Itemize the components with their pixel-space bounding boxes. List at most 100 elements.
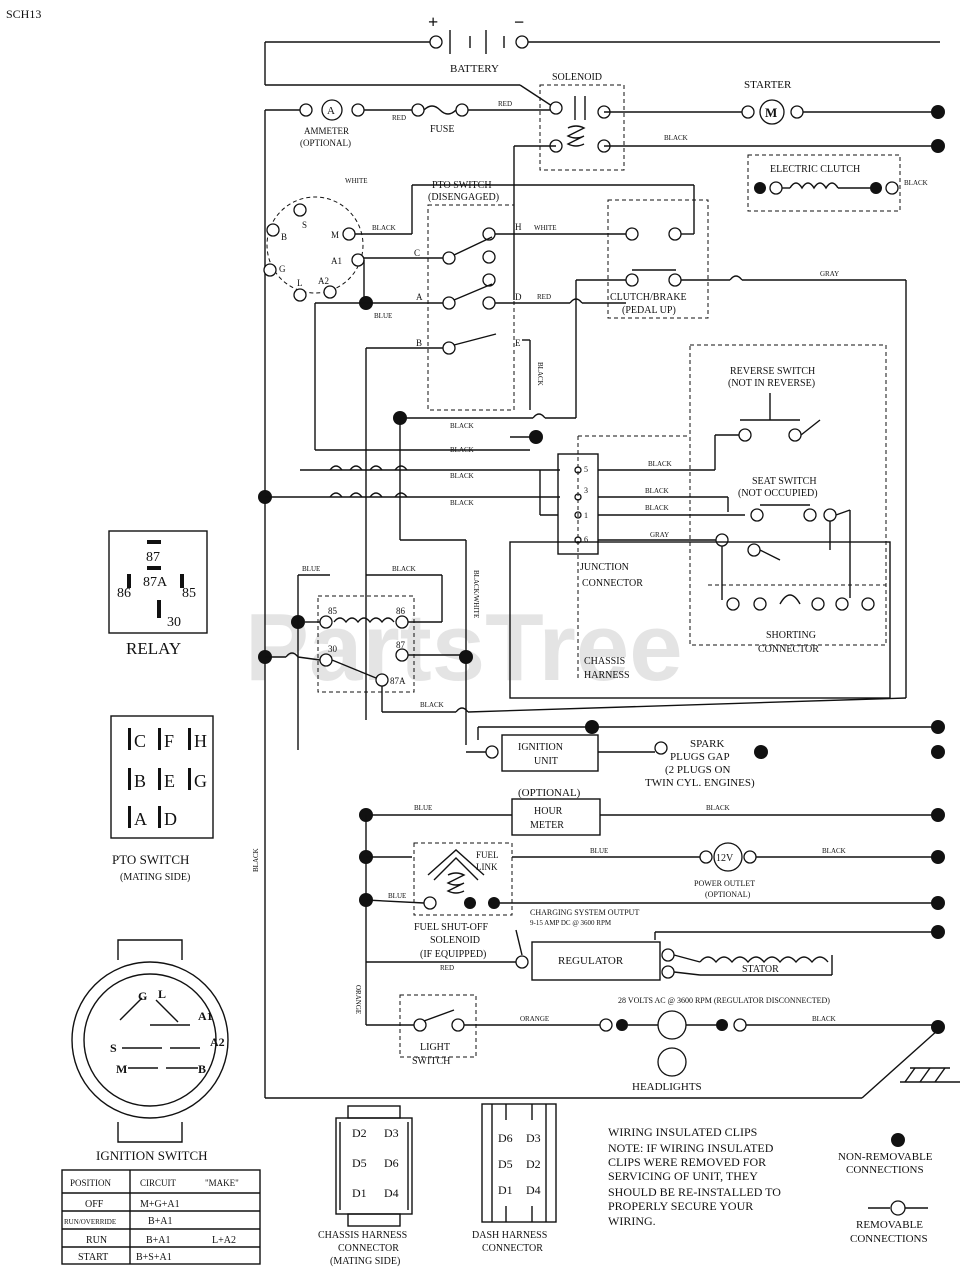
solenoid: SOLENOID bbox=[539, 72, 625, 171]
clips-note: WIRING INSULATED CLIPS NOTE: IF WIRING I… bbox=[608, 1125, 781, 1228]
dash-connector-label-1: DASH HARNESS bbox=[472, 1230, 547, 1241]
seat-label-1: SEAT SWITCH bbox=[752, 476, 817, 487]
relay-pinout: 87 86 87A 85 30 RELAY bbox=[108, 530, 208, 658]
shorting-label-2: CONNECTOR bbox=[758, 644, 819, 655]
wire-label-red-4: RED bbox=[440, 964, 454, 972]
power-outlet-symbol: 12V bbox=[716, 853, 734, 864]
dash-harness-connector: D6 D3 D5 D2 D1 D4 DASH HARNESS CONNECTOR bbox=[472, 1103, 557, 1254]
dash-pin-D1: D1 bbox=[498, 1183, 513, 1197]
relay-pin-30: 30 bbox=[328, 644, 338, 654]
ignition-unit: IGNITION UNIT bbox=[501, 734, 599, 772]
ign-term-M: M bbox=[331, 230, 339, 240]
dash-pin-D5: D5 bbox=[498, 1157, 513, 1171]
wire-label-black-13: BLACK bbox=[420, 701, 444, 709]
charging-label-1: CHARGING SYSTEM OUTPUT bbox=[530, 908, 639, 917]
regulator: REGULATOR bbox=[531, 941, 675, 981]
ammeter: A AMMETER (OPTIONAL) bbox=[265, 99, 365, 148]
doc-id: SCH13 bbox=[6, 7, 41, 21]
starter: STARTER M bbox=[741, 79, 804, 125]
light-switch: LIGHT SWITCH bbox=[399, 994, 477, 1067]
stator-label: STATOR bbox=[742, 964, 779, 975]
battery-label: BATTERY bbox=[450, 63, 499, 75]
pto-switch-circuit: PTO SWITCH (DISENGAGED) C H A D B E bbox=[414, 180, 522, 411]
wire-label-red-2: RED bbox=[498, 100, 512, 108]
chassis-harness-label-1: CHASSIS bbox=[584, 656, 625, 667]
junction-pin-6: 6 bbox=[584, 535, 588, 544]
wire-label-black-vertical: BLACK bbox=[252, 848, 260, 872]
pto-pin-H: H bbox=[194, 731, 207, 751]
dash-pin-D2: D2 bbox=[526, 1157, 541, 1171]
reverse-switch: REVERSE SWITCH (NOT IN REVERSE) bbox=[728, 366, 815, 442]
ign-table-h2: "MAKE" bbox=[205, 1178, 239, 1188]
ammeter-symbol: A bbox=[327, 105, 335, 117]
ign-table-r2c2: L+A2 bbox=[212, 1235, 236, 1246]
reverse-label-1: REVERSE SWITCH bbox=[730, 366, 815, 377]
light-switch-label-1: LIGHT bbox=[420, 1042, 450, 1053]
spark-label-1: SPARK bbox=[690, 738, 725, 750]
ign-table-r2c0: RUN bbox=[86, 1235, 107, 1246]
wire-label-orange: ORANGE bbox=[354, 985, 362, 1014]
pto-circuit-label-1: PTO SWITCH bbox=[432, 180, 492, 191]
battery-minus: − bbox=[514, 12, 524, 32]
ign-table-r3c1: B+S+A1 bbox=[136, 1252, 172, 1263]
shorting-label-1: SHORTING bbox=[766, 630, 816, 641]
ign-term-S: S bbox=[302, 220, 307, 230]
chassis-connector-label-2: CONNECTOR bbox=[338, 1243, 399, 1254]
ign-term-A1: A1 bbox=[331, 256, 342, 266]
fuel-shutoff-solenoid: FUEL LINK FUEL SHUT-OFF SOLENOID (IF EQU… bbox=[413, 842, 513, 960]
reverse-label-2: (NOT IN REVERSE) bbox=[728, 378, 815, 389]
wire-label-black-16: BLACK bbox=[812, 1015, 836, 1023]
pto-pin-E: E bbox=[164, 771, 175, 791]
ch-pin-D2: D2 bbox=[352, 1126, 367, 1140]
ignition-switch-table: POSITION CIRCUIT "MAKE" OFF M+G+A1 RUN/O… bbox=[61, 1169, 261, 1265]
chassis-harness: CHASSIS HARNESS bbox=[509, 541, 891, 699]
pto-term-D: D bbox=[515, 292, 522, 302]
wire-label-black-1: BLACK bbox=[664, 134, 688, 142]
ign-table-h1: CIRCUIT bbox=[140, 1178, 177, 1188]
ign-table-r0c1: M+G+A1 bbox=[140, 1199, 180, 1210]
pto-pin-A: A bbox=[134, 809, 147, 829]
headlights-label: HEADLIGHTS bbox=[632, 1081, 702, 1093]
electric-clutch: ELECTRIC CLUTCH bbox=[747, 154, 901, 212]
pto-term-B: B bbox=[416, 338, 422, 348]
note-line-3: CLIPS WERE REMOVED FOR bbox=[608, 1155, 766, 1169]
relay-87: 87 bbox=[146, 550, 160, 565]
wire-label-black-2: BLACK bbox=[372, 224, 396, 232]
pto-pin-C: C bbox=[134, 731, 146, 751]
clutch-brake-label-2: (PEDAL UP) bbox=[622, 305, 676, 316]
relay-pin-87a: 87A bbox=[390, 676, 406, 686]
wire-label-black-white: BLACK/WHITE bbox=[472, 570, 480, 618]
pto-switch-label: PTO SWITCH bbox=[112, 852, 189, 867]
regulator-label: REGULATOR bbox=[558, 955, 624, 967]
spark-label-2: PLUGS GAP bbox=[670, 751, 730, 763]
power-outlet-label-2: (OPTIONAL) bbox=[705, 890, 751, 899]
relay-86: 86 bbox=[117, 586, 131, 601]
ground-symbol bbox=[900, 1067, 960, 1083]
note-line-7: WIRING. bbox=[608, 1214, 656, 1228]
wire-label-blue-5: BLUE bbox=[388, 892, 406, 900]
note-line-4: SERVICING OF UNIT, THEY bbox=[608, 1169, 758, 1183]
fuel-link-label-2: LINK bbox=[476, 862, 498, 872]
relay-30: 30 bbox=[167, 615, 181, 630]
ch-pin-D5: D5 bbox=[352, 1156, 367, 1170]
battery-plus: + bbox=[428, 12, 438, 32]
ignition-unit-label-1: IGNITION bbox=[518, 742, 563, 753]
ign-pin-L: L bbox=[158, 987, 166, 1001]
chassis-connector-label-1: CHASSIS HARNESS bbox=[318, 1230, 407, 1241]
ign-pin-A1: A1 bbox=[198, 1009, 213, 1023]
legend-removable-2: CONNECTIONS bbox=[850, 1233, 928, 1245]
spark-label-3: (2 PLUGS ON bbox=[665, 764, 730, 776]
ign-pin-M: M bbox=[116, 1062, 127, 1076]
starter-symbol: M bbox=[765, 105, 777, 120]
fuel-solenoid-label-2: SOLENOID bbox=[430, 935, 480, 946]
seat-switch: SEAT SWITCH (NOT OCCUPIED) bbox=[715, 476, 837, 557]
wire-label-white-1: WHITE bbox=[345, 177, 368, 185]
wire-label-blue-2: BLUE bbox=[302, 565, 320, 573]
wire-label-black-9: BLACK bbox=[648, 460, 672, 468]
pto-pin-D: D bbox=[164, 809, 177, 829]
note-line-2: NOTE: IF WIRING INSULATED bbox=[608, 1141, 774, 1155]
wire-label-gray-2: GRAY bbox=[650, 531, 669, 539]
power-outlet-label-1: POWER OUTLET bbox=[694, 879, 755, 888]
power-outlet: 12V POWER OUTLET (OPTIONAL) bbox=[694, 842, 757, 899]
relay-pin-85: 85 bbox=[328, 606, 338, 616]
